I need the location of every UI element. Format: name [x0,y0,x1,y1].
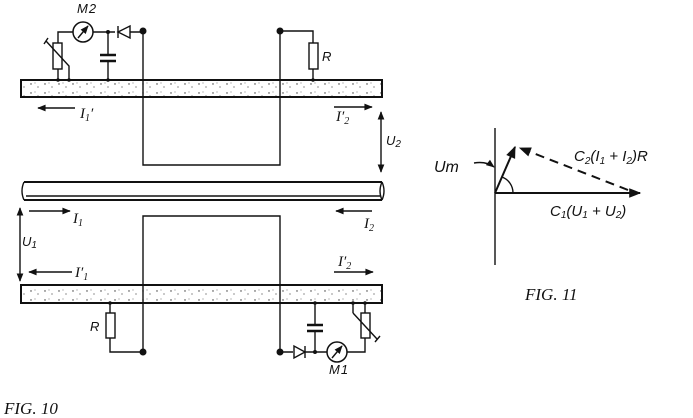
diode-top-icon [116,24,131,40]
fig10-caption: FIG. 10 [3,399,58,418]
um-pointer [473,159,495,168]
resistor-bottom-label: R [90,319,99,334]
meter-m2-label: M2 [77,1,97,16]
fig11-caption: FIG. 11 [524,285,578,304]
label-u2: U2 [386,133,401,150]
label-c2-term: C2(I1 + I2)R [574,148,648,167]
vector-um [494,145,516,194]
label-i2-prime-bottom: I′2 [337,254,351,272]
fig11-phasor-diagram: Um C2(I1 + I2)R C1(U1 + U2) FIG. 11 [434,128,648,304]
label-c1-term: C1(U1 + U2) [550,203,626,221]
label-i1-prime-bottom: I′1 [74,265,88,283]
resistor-top [308,42,319,70]
terminal-dot [139,27,147,35]
resistor-top-label: R [322,49,331,64]
top-loop-wire [142,31,281,166]
bottom-loop-wire [142,215,281,352]
center-conductor [21,181,385,201]
label-u1: U1 [22,234,37,251]
capacitor-bottom-icon [307,323,323,333]
label-i1-prime-top: I1′ [79,106,94,124]
variable-resistor-top [52,42,63,70]
meter-needle-icon [331,345,343,359]
meter-needle-icon [77,25,89,39]
top-cable-sheath [20,79,383,98]
diode-bottom-icon [293,344,307,360]
label-i1: I1 [72,211,83,229]
label-i2-prime-top: I′2 [335,109,349,127]
meter-m1-label: M1 [329,362,348,377]
resistor-bottom [105,312,116,339]
bottom-cable-sheath [20,284,383,304]
label-i2: I2 [363,216,374,234]
variable-resistor-bottom [360,312,371,339]
fig10-diagram: R M2 I1′ I′2 U2 I1 I2 U1 I′1 I [3,1,401,418]
label-um: Um [434,159,459,176]
vector-c2-dashed [518,147,629,191]
angle-arc [501,176,514,194]
capacitor-top-icon [100,53,116,63]
